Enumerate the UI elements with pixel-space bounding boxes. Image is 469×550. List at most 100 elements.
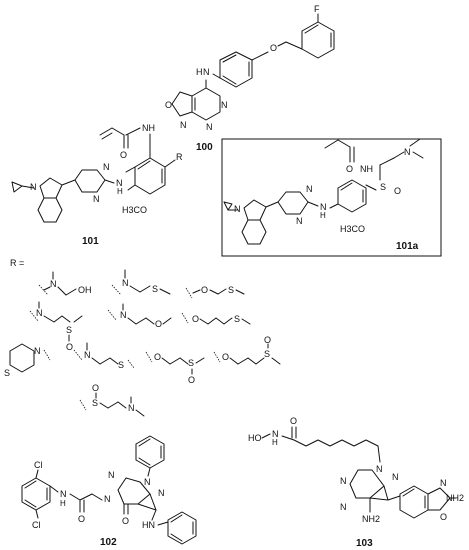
amide-oxygen-label: O [346, 164, 353, 174]
amino-group-1: NH2 [362, 514, 380, 524]
dimethylamino-nitrogen: N [404, 147, 411, 157]
anilino-hn: HN [142, 520, 155, 530]
pyrazole-n2: N [392, 472, 399, 482]
amide-oxygen-label: O [120, 150, 127, 160]
svg-text:O: O [154, 352, 161, 362]
pyrazole-n1: N [376, 464, 383, 474]
sulfoxide-oxygen: O [394, 186, 401, 196]
hydroxamate-nitrogen: N [272, 429, 279, 439]
indole-nitrogen: N [30, 182, 37, 192]
compound-number-103: 103 [356, 538, 373, 549]
compound-number-102: 102 [100, 537, 117, 548]
svg-text:S: S [152, 284, 158, 294]
pyrimidine-nitrogen-a: N [221, 100, 228, 110]
amide-nh-label: NH [142, 123, 155, 133]
svg-text:O: O [192, 314, 199, 324]
svg-text:S: S [264, 349, 270, 359]
r-groups: N OH N S O S N [4, 269, 281, 417]
methoxy-label: H3CO [122, 205, 147, 215]
compound-100: F O N H O N N N 100 [165, 4, 335, 153]
r-group-5: N O [107, 303, 172, 329]
hydroxyl-label: HO [248, 433, 262, 443]
pyrimidine-n3: N [340, 476, 347, 486]
carbonyl-oxygen: O [290, 416, 297, 426]
oxazole-oxygen: O [440, 512, 447, 522]
compound-101a-box [221, 138, 442, 257]
svg-text:N: N [34, 346, 41, 356]
r-group-3: O S [185, 285, 245, 299]
amine-nitrogen-label: N [203, 67, 210, 77]
compound-103: O N H HO N N N N NH2 N O NH2 103 [248, 416, 464, 549]
svg-text:O: O [201, 285, 208, 295]
svg-text:O: O [66, 342, 73, 352]
svg-text:S: S [234, 314, 240, 324]
svg-text:N: N [128, 403, 135, 413]
anilino-hydrogen: H [117, 187, 123, 196]
r-group-1: N OH [38, 271, 92, 296]
pyrazole-n2: N [158, 488, 165, 498]
pyrimidine-n1: N [306, 184, 313, 194]
fluorine-label: F [314, 4, 320, 14]
svg-text:N: N [120, 310, 127, 320]
svg-text:S: S [188, 358, 194, 368]
amide-hydrogen: H [60, 499, 66, 508]
hydroxamate-hydrogen: H [272, 438, 278, 447]
pyrimidine-n3: N [108, 470, 115, 480]
svg-text:N: N [84, 350, 91, 360]
r-group-7: N S [4, 343, 51, 378]
pyrimidine-n4: N [104, 494, 111, 504]
isoxazole-nitrogen-label: N [180, 120, 187, 130]
amide-nh-label: NH [360, 164, 373, 174]
pyrimidine-n2: N [296, 216, 303, 226]
compound-102: N N N N O HN O N H Cl Cl 1 [21, 435, 197, 548]
anilino-nitrogen: N [116, 178, 123, 188]
pyrimidine-n2: N [93, 194, 100, 204]
chloro-1: Cl [34, 460, 43, 470]
isoxazole-oxygen-label: O [165, 100, 172, 110]
svg-text:S: S [118, 360, 124, 370]
svg-text:S: S [92, 398, 98, 408]
indole-nitrogen: N [234, 204, 241, 214]
r-group-8: N S [73, 342, 135, 370]
r-group-10: O S O [213, 335, 281, 365]
svg-text:O: O [92, 383, 99, 393]
sulfoxide-sulfur: S [380, 182, 386, 192]
anilino-hydrogen: H [320, 211, 326, 220]
anilino-nitrogen: N [320, 202, 327, 212]
compound-101a: O NH N S O H3CO N H N N N 101a [223, 138, 424, 252]
svg-text:S: S [66, 325, 72, 335]
compound-number-100: 100 [196, 142, 213, 153]
amide-oxygen: O [78, 514, 85, 524]
compound-number-101a: 101a [396, 241, 419, 252]
svg-text:O: O [155, 319, 162, 329]
svg-text:OH: OH [78, 285, 92, 295]
svg-text:O: O [188, 375, 195, 385]
svg-text:N: N [36, 308, 43, 318]
amino-group-2: NH2 [446, 493, 464, 503]
methoxy-label: H3CO [340, 224, 365, 234]
svg-text:S: S [4, 368, 10, 378]
r-substituent-label: R [176, 152, 183, 162]
svg-text:S: S [228, 285, 234, 295]
r-groups-heading: R = [10, 258, 24, 268]
svg-text:N: N [122, 278, 129, 288]
amide-nitrogen: N [60, 489, 67, 499]
compound-101: O NH R H3CO N H N N N 101 [11, 123, 183, 247]
svg-text:O: O [222, 352, 229, 362]
chloro-2: Cl [32, 520, 41, 530]
oxazole-nitrogen: N [440, 478, 447, 488]
ether-oxygen-label: O [270, 43, 277, 53]
amine-hydrogen-label: H [196, 67, 203, 77]
r-group-11: O S N [79, 383, 145, 417]
pyrimidine-nitrogen-b: N [206, 122, 213, 132]
r-group-6: O S [181, 312, 251, 325]
r-group-4: N S O [29, 301, 83, 352]
svg-text:O: O [264, 335, 271, 345]
r-group-2: N S [111, 269, 171, 296]
r-group-9: O S O [145, 351, 205, 385]
pyrimidine-n4: N [340, 502, 347, 512]
compound-number-101: 101 [82, 236, 99, 247]
pyrimidinone-oxygen: O [122, 516, 129, 526]
pyrimidine-n1: N [103, 162, 110, 172]
